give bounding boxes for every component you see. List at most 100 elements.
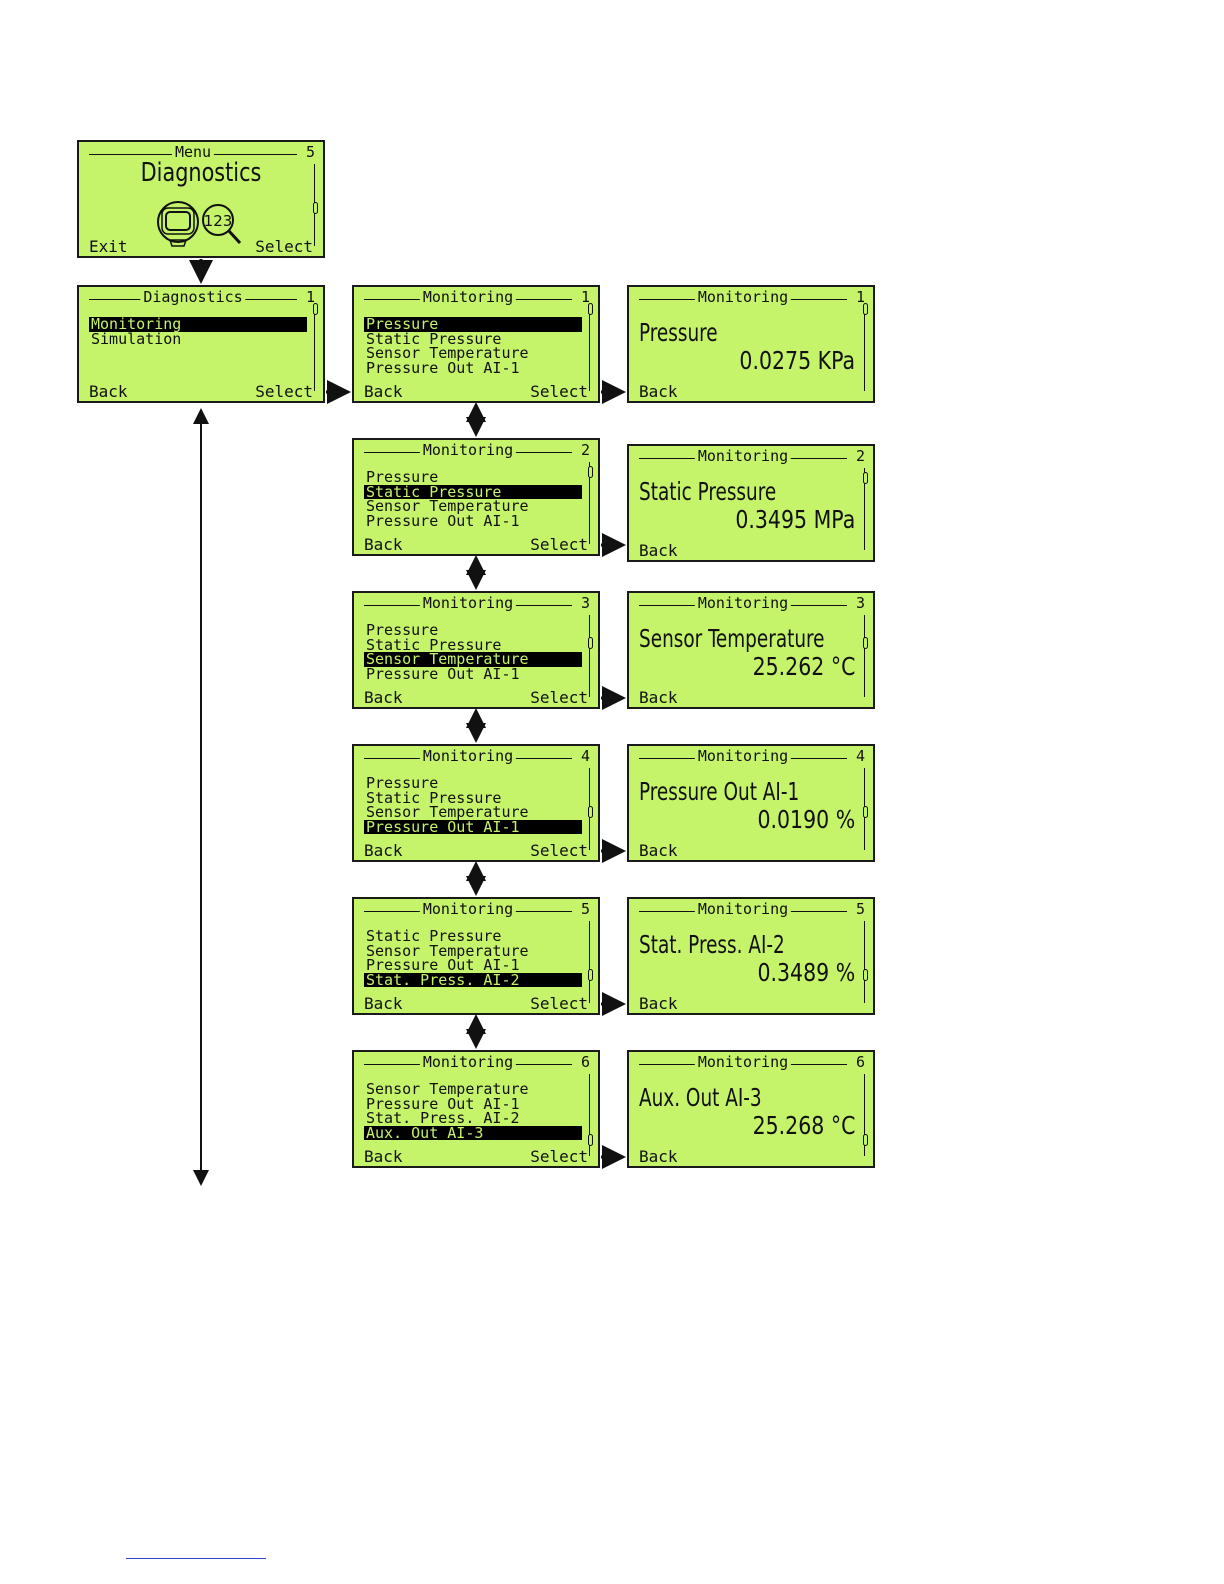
list-item[interactable]: Pressure Out AI-1 [366, 1094, 520, 1113]
screen-header: Monitoring [639, 1054, 847, 1070]
screen-title: Monitoring [694, 289, 792, 305]
scrollbar-thumb [863, 1134, 868, 1146]
value-reading: 25.262 °C [752, 652, 855, 681]
value-reading: 25.268 °C [752, 1111, 855, 1140]
list-item[interactable]: Pressure [364, 317, 582, 332]
list-item[interactable]: Aux. Out AI-3 [364, 1125, 582, 1140]
scrollbar-thumb [313, 303, 318, 315]
list-item[interactable]: Static Pressure [364, 484, 582, 499]
scrollbar [864, 1074, 865, 1156]
select-softkey[interactable]: Select [255, 382, 313, 401]
back-softkey[interactable]: Back [89, 382, 128, 401]
svg-text:123: 123 [204, 212, 233, 230]
list-item[interactable]: Static Pressure [366, 788, 502, 807]
value-label: Pressure [639, 318, 718, 347]
select-softkey[interactable]: Select [255, 237, 313, 256]
monitoring-value-screen: Monitoring 6 Aux. Out AI-3 25.268 °C Bac… [627, 1050, 875, 1168]
back-softkey[interactable]: Back [364, 841, 403, 860]
back-softkey[interactable]: Back [364, 382, 403, 401]
value-reading: 0.3489 % [757, 958, 855, 987]
screen-title: Monitoring [419, 901, 517, 917]
select-softkey[interactable]: Select [530, 994, 588, 1013]
back-softkey[interactable]: Back [639, 994, 678, 1013]
screen-number: 2 [855, 447, 865, 465]
screen-header: Monitoring [364, 748, 572, 764]
list-item[interactable]: Sensor Temperature [364, 652, 582, 667]
value-label: Pressure Out AI-1 [639, 777, 800, 806]
list-item[interactable]: Pressure [366, 621, 439, 639]
list-item[interactable]: Pressure Out AI-1 [364, 819, 582, 834]
list-item[interactable]: Pressure Out AI-1 [366, 664, 520, 683]
scrollbar [589, 1074, 590, 1156]
list-item[interactable]: Sensor Temperature [366, 941, 529, 960]
screen-title: Monitoring [694, 595, 792, 611]
value-reading: 0.0190 % [757, 805, 855, 834]
menu-label: Diagnostics [140, 158, 262, 188]
back-softkey[interactable]: Back [639, 688, 678, 707]
back-softkey[interactable]: Back [364, 688, 403, 707]
value-label: Aux. Out AI-3 [639, 1083, 762, 1112]
scrollbar-thumb [588, 637, 593, 649]
select-softkey[interactable]: Select [530, 1147, 588, 1166]
screen-title: Monitoring [419, 748, 517, 764]
exit-softkey[interactable]: Exit [89, 237, 128, 256]
screen-header: Monitoring [639, 595, 847, 611]
scrollbar-thumb [588, 1134, 593, 1146]
back-softkey[interactable]: Back [639, 382, 678, 401]
list-item[interactable]: Pressure Out AI-1 [366, 511, 520, 530]
list-item[interactable]: Sensor Temperature [366, 344, 529, 362]
list-item[interactable]: Pressure [366, 468, 439, 486]
back-softkey[interactable]: Back [639, 541, 678, 560]
screen-number: 4 [855, 747, 865, 765]
scrollbar-thumb [588, 303, 593, 315]
back-softkey[interactable]: Back [364, 535, 403, 554]
screen-number: 1 [305, 288, 315, 306]
screen-header: Monitoring [639, 901, 847, 917]
diagnostics-screen: Diagnostics 1 Monitoring Simulation Back… [77, 285, 325, 403]
list-item[interactable]: Stat. Press. AI-2 [366, 1109, 520, 1127]
list-item[interactable]: Stat. Press. AI-2 [364, 972, 582, 987]
list-item-simulation[interactable]: Simulation [91, 329, 182, 348]
screen-number: 6 [855, 1053, 865, 1071]
value-reading: 0.0275 KPa [739, 346, 855, 375]
scrollbar [864, 468, 865, 550]
list-item[interactable]: Sensor Temperature [366, 497, 529, 515]
screen-header: Monitoring [364, 901, 572, 917]
diagnostics-icon: 123 [157, 201, 242, 247]
monitoring-value-screen: Monitoring 3 Sensor Temperature 25.262 °… [627, 591, 875, 709]
scrollbar [589, 921, 590, 1003]
scrollbar-thumb [588, 969, 593, 981]
scrollbar [589, 615, 590, 697]
back-softkey[interactable]: Back [639, 841, 678, 860]
list-item[interactable]: Sensor Temperature [366, 803, 529, 821]
screen-number: 3 [855, 594, 865, 612]
list-item[interactable]: Sensor Temperature [366, 1080, 529, 1098]
screen-title: Monitoring [419, 1054, 517, 1070]
list-item-monitoring[interactable]: Monitoring [89, 317, 307, 332]
list-item[interactable]: Pressure [366, 774, 439, 792]
list-item[interactable]: Static Pressure [366, 329, 502, 348]
screen-title: Monitoring [694, 748, 792, 764]
monitoring-value-screen: Monitoring 1 Pressure 0.0275 KPa Back [627, 285, 875, 403]
back-softkey[interactable]: Back [364, 994, 403, 1013]
list-item[interactable]: Static Pressure [366, 635, 502, 654]
select-softkey[interactable]: Select [530, 382, 588, 401]
list-item[interactable]: Pressure Out AI-1 [366, 956, 520, 974]
screen-number: 2 [580, 441, 590, 459]
list-item[interactable]: Pressure Out AI-1 [366, 358, 520, 377]
back-softkey[interactable]: Back [639, 1147, 678, 1166]
screen-title: Monitoring [419, 289, 517, 305]
select-softkey[interactable]: Select [530, 841, 588, 860]
screen-number: 1 [580, 288, 590, 306]
back-softkey[interactable]: Back [364, 1147, 403, 1166]
select-softkey[interactable]: Select [530, 688, 588, 707]
select-softkey[interactable]: Select [530, 535, 588, 554]
list-item[interactable]: Static Pressure [366, 927, 502, 945]
screen-title: Diagnostics [140, 289, 246, 305]
screen-title: Monitoring [419, 595, 517, 611]
